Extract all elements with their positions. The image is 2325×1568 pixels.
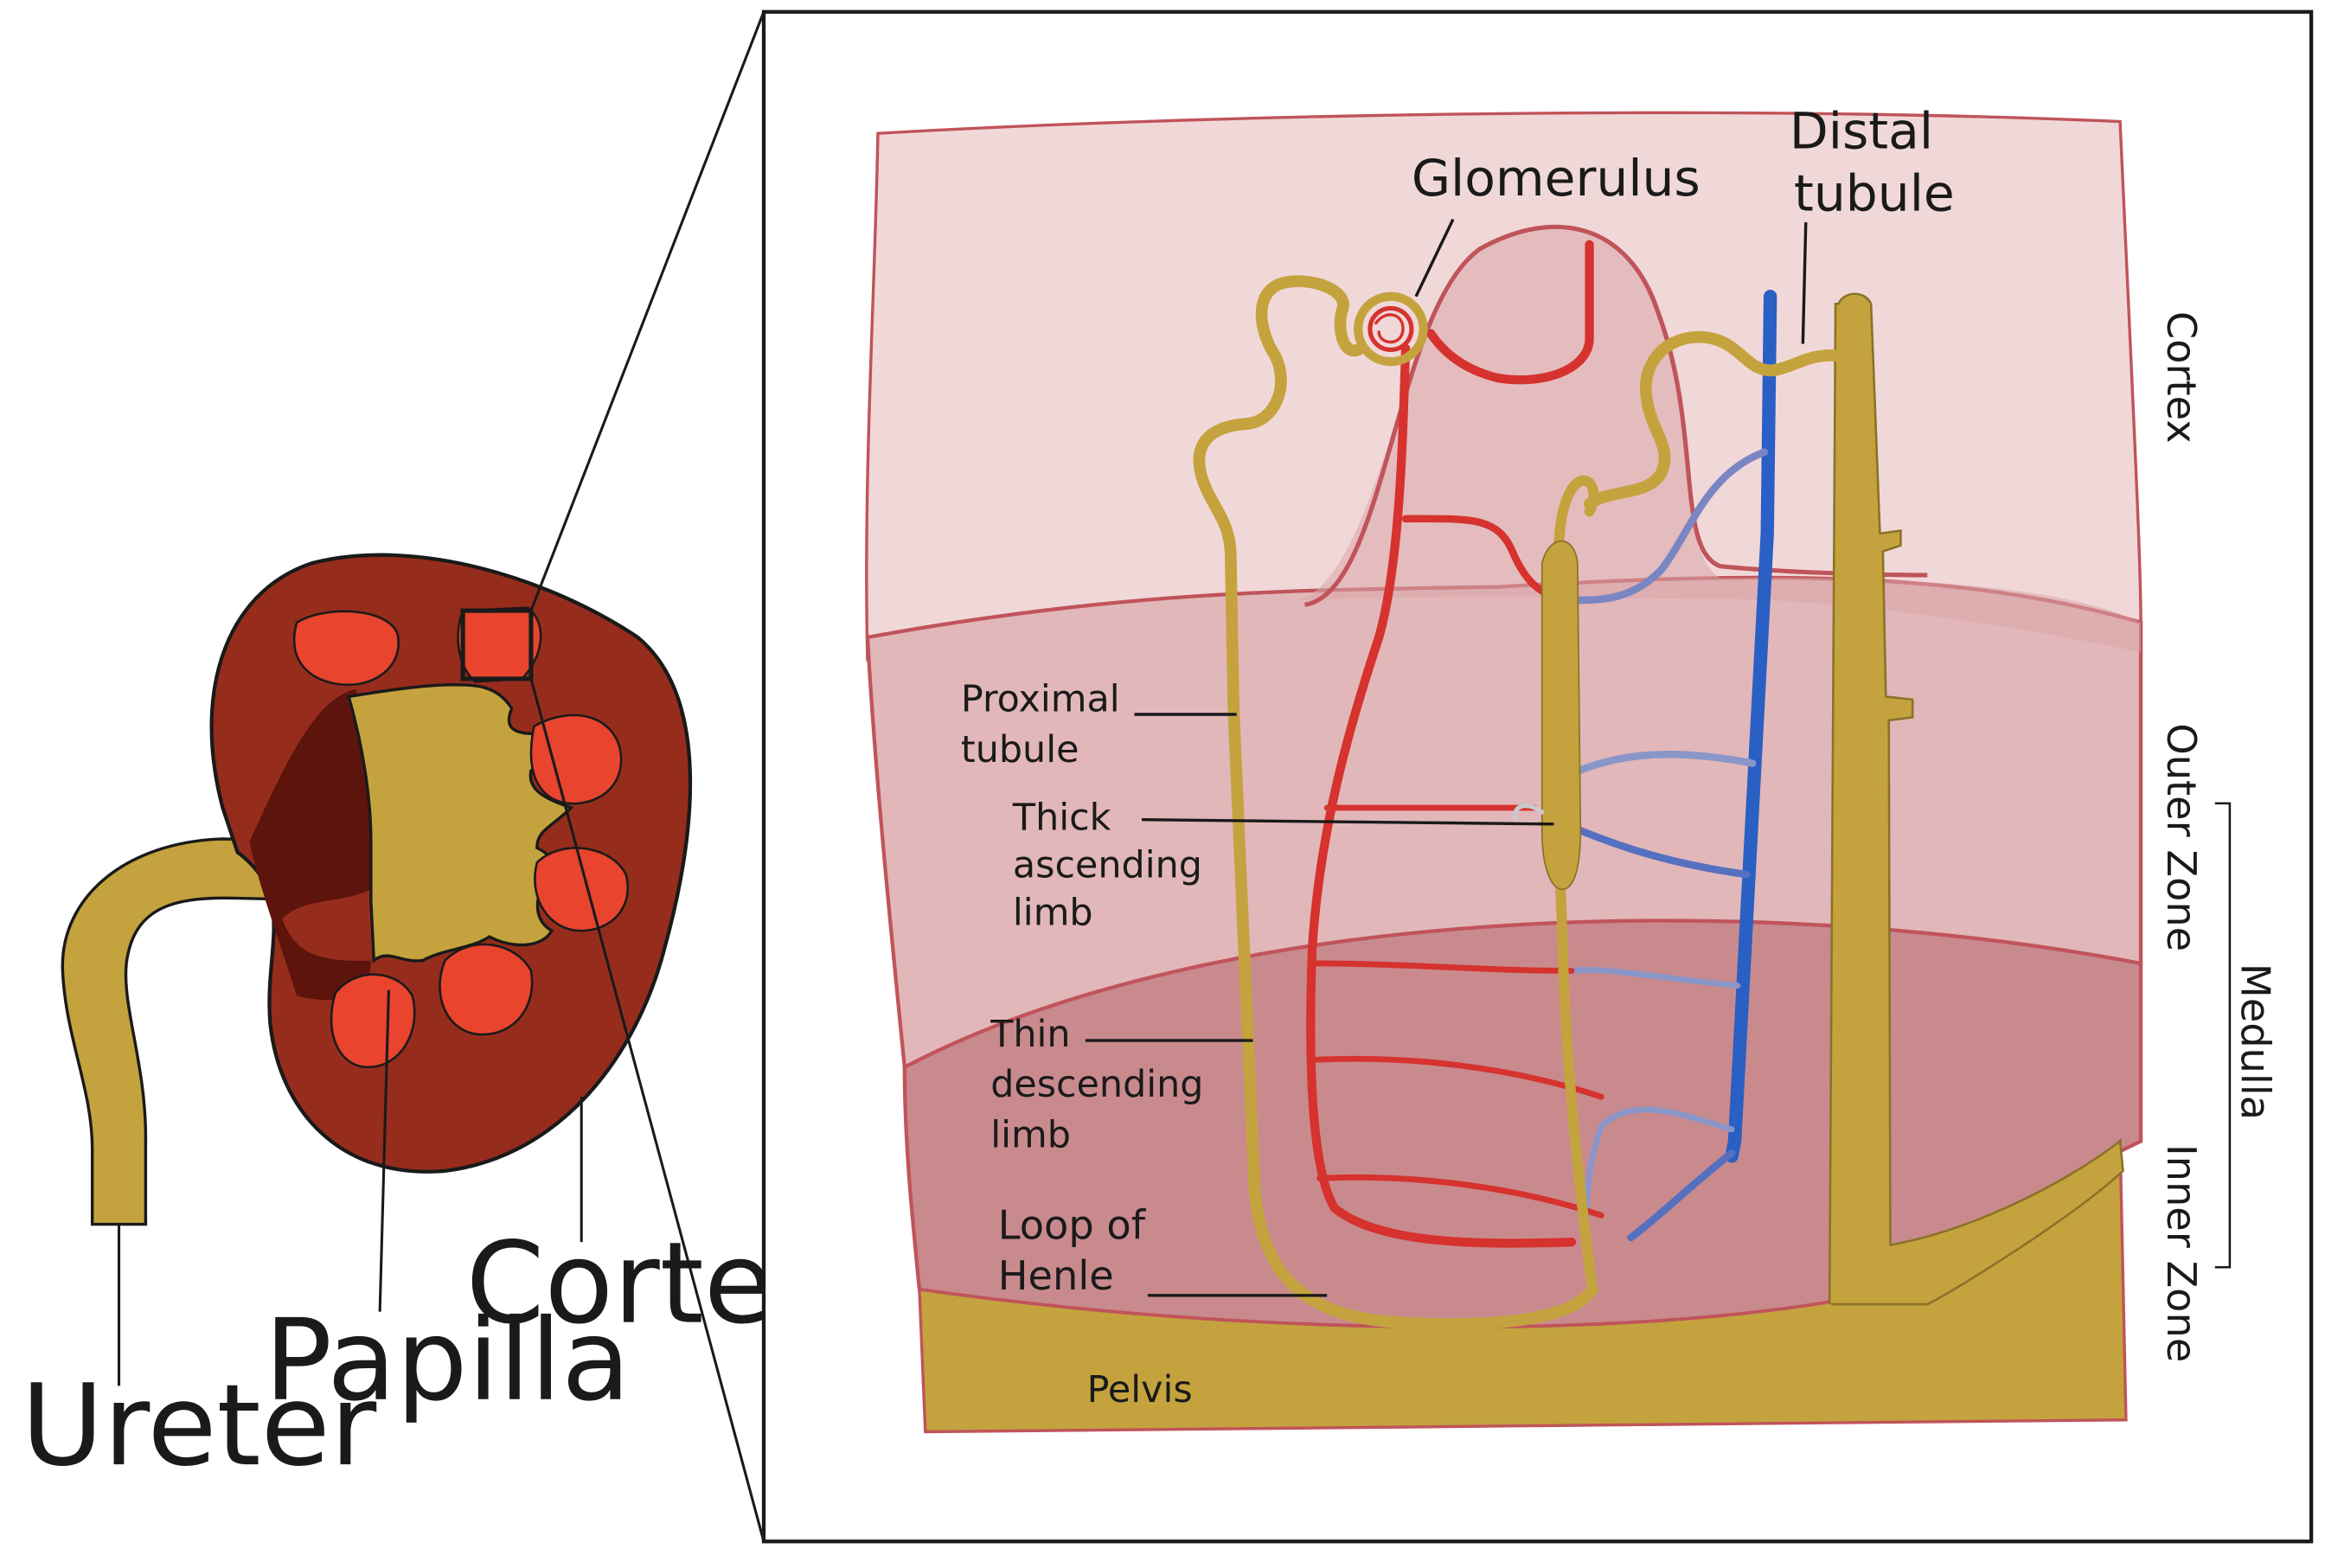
label-zone-inner: Inner Zone [2158,1144,2205,1362]
distal-tubule-leader [1801,222,1808,344]
papilla-3 [529,714,623,805]
nephron [1193,240,1845,1330]
label-zone-cortex: Cortex [2158,311,2205,444]
label-thin-line1: Thin [990,1013,1070,1056]
label-zone-outer: Outer Zone [2158,723,2205,951]
label-thick-line2: ascending [1013,844,1202,887]
artery-cross-2 [1309,960,1575,974]
artery-vasa-recta [1426,240,1594,385]
label-proximal-line2: tubule [961,728,1079,771]
label-loop-line1: Loop of [998,1202,1147,1249]
label-distal-line1: Distal [1790,101,1933,160]
label-thick-line3: limb [1013,891,1093,934]
zoom-box [460,608,534,682]
thick-leader [1141,817,1554,826]
labyrinth-outline [1304,224,1928,607]
glomerulus-capsule [1354,291,1428,367]
zoom-line-top [529,11,765,611]
papilla-4 [534,847,629,932]
label-zone-medulla: Medulla [2232,963,2279,1120]
vein-branch-5 [1583,1106,1735,1233]
label-glomerulus: Glomerulus [1412,149,1701,208]
label-loop-line2: Henle [998,1252,1114,1299]
glomerulus-tuft [1367,305,1414,353]
glomerulus-tuft-loops [1374,313,1405,344]
thick-ascending-bulge [1540,540,1582,891]
distal-tubule [1583,330,1845,510]
vein [1725,290,1777,1163]
label-pelvis: Pelvis [1087,1368,1193,1411]
vein-branch-1 [1567,448,1769,605]
label-thin-line3: limb [990,1113,1071,1156]
collecting-duct-descender [1630,1303,1833,1355]
thick-ascending-tip [1512,803,1545,821]
papilla-1 [292,610,400,687]
medulla-bracket [2214,802,2232,1269]
zoom-line-bottom [529,678,765,1542]
kidney-illustration [61,553,693,1226]
proximal-tubule [1193,275,1598,1330]
artery-descending [1306,343,1577,1248]
vein-branch-6 [1627,1149,1736,1242]
label-thin-line2: descending [990,1063,1203,1106]
glomerulus-leader [1414,218,1455,298]
papilla-5 [439,943,534,1036]
papilla-leader [378,989,390,1312]
ureter-tube [61,837,373,1226]
vein-branch-3 [1575,826,1751,879]
structure-leaders [1085,218,2232,1297]
artery-cross-4 [1316,1174,1604,1219]
label-papilla: Papilla [264,1295,631,1426]
kidney-sinus-shadow [249,688,373,1001]
label-thick-line1: Thick [1012,797,1111,840]
papilla-2 [457,606,542,683]
papilla-6 [330,973,416,1069]
label-proximal-line1: Proximal [961,678,1120,721]
collecting-duct [1828,292,2124,1306]
vein-branch-4 [1568,966,1741,989]
label-distal-line2: tubule [1794,163,1955,222]
label-ureter: Ureter [21,1360,376,1491]
vein-branch-2 [1575,750,1757,775]
